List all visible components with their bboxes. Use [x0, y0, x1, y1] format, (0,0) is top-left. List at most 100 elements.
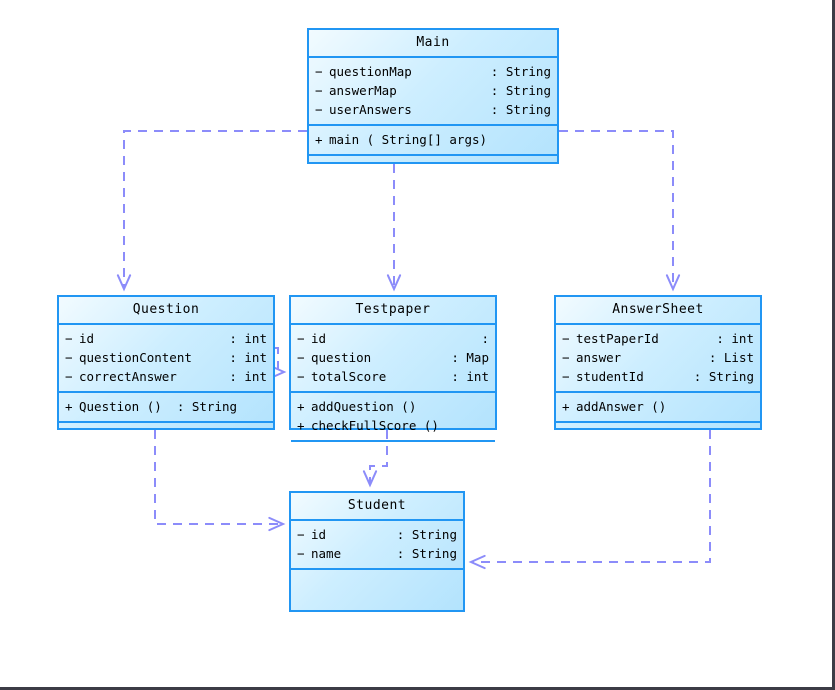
uml-class-main[interactable]: Main−questionMap: String−answerMap: Stri… [307, 28, 559, 164]
attribute-type: : String [490, 83, 551, 98]
uml-class-question[interactable]: Question−id: int−questionContent: int−co… [57, 295, 275, 430]
attribute-compartment-answersheet: −testPaperId: int−answer: List−studentId… [556, 325, 760, 393]
attribute-type: : int [716, 331, 754, 346]
operation-row: +addAnswer () [556, 397, 760, 416]
visibility-marker: − [315, 102, 323, 117]
operation-compartment-question: + Question () : String [59, 393, 273, 423]
class-title-testpaper: Testpaper [291, 297, 495, 325]
class-title-main: Main [309, 30, 557, 58]
operation-row: + Question () : String [59, 397, 273, 416]
attribute-row: −totalScore : int [291, 367, 495, 386]
attribute-row: −testPaperId : int [556, 329, 760, 348]
attribute-row: −id : String [291, 525, 463, 544]
attribute-name: questionContent [79, 350, 192, 365]
class-title-question: Question [59, 297, 273, 325]
operation-signature: Question () : String [79, 399, 238, 414]
attribute-type: : String [490, 102, 551, 117]
attribute-row: −correctAnswer : int [59, 367, 273, 386]
visibility-marker: + [315, 132, 323, 147]
visibility-marker: − [562, 331, 570, 346]
operation-signature: addQuestion () [311, 399, 417, 414]
attribute-row: −name : String [291, 544, 463, 563]
arrowhead-question-to-student [268, 516, 286, 532]
visibility-marker: − [297, 546, 305, 561]
empty-compartment-testpaper [291, 442, 495, 452]
attribute-name: answerMap [329, 83, 397, 98]
attribute-name: testPaperId [576, 331, 659, 346]
visibility-marker: + [297, 399, 305, 414]
attribute-type: : int [229, 369, 267, 384]
attribute-type: : int [451, 369, 489, 384]
attribute-name: id [311, 527, 327, 542]
arrowhead-main-to-answersheet [665, 274, 681, 292]
edge-answersheet-to-student [471, 430, 711, 563]
operation-compartment-main: + main ( String[] args) [309, 126, 557, 156]
attribute-type: : String [490, 64, 551, 79]
arrowhead-main-to-testpaper [386, 274, 402, 292]
attribute-type: : List [708, 350, 754, 365]
attribute-name: id [79, 331, 95, 346]
edge-question-to-testpaper [275, 347, 284, 373]
attribute-row: −id : int [59, 329, 273, 348]
attribute-name: studentId [576, 369, 644, 384]
operation-row: + checkFullScore () [291, 416, 495, 435]
visibility-marker: − [297, 527, 305, 542]
visibility-marker: − [562, 369, 570, 384]
attribute-type: : int [229, 350, 267, 365]
visibility-marker: − [315, 64, 323, 79]
operation-row: + main ( String[] args) [309, 130, 557, 149]
arrowhead-testpaper-to-student [362, 470, 378, 488]
attribute-type: : String [396, 546, 457, 561]
attribute-compartment-testpaper: −id:−question: Map−totalScore: int [291, 325, 495, 393]
visibility-marker: − [65, 331, 73, 346]
attribute-compartment-question: −id: int−questionContent: int−correctAns… [59, 325, 273, 393]
arrowhead-main-to-question [116, 274, 132, 292]
visibility-marker: + [297, 418, 305, 433]
attribute-row: −answer : List [556, 348, 760, 367]
visibility-marker: − [315, 83, 323, 98]
visibility-marker: − [297, 331, 305, 346]
attribute-row: −question : Map [291, 348, 495, 367]
attribute-row: −userAnswers : String [309, 100, 557, 119]
attribute-type: : String [396, 527, 457, 542]
attribute-name: correctAnswer [79, 369, 177, 384]
visibility-marker: − [65, 350, 73, 365]
attribute-name: id [311, 331, 327, 346]
operation-signature: checkFullScore () [311, 418, 439, 433]
visibility-marker: + [65, 399, 73, 414]
uml-class-answersheet[interactable]: AnswerSheet−testPaperId: int−answer: Lis… [554, 295, 762, 430]
attribute-type: : Map [451, 350, 489, 365]
attribute-type: : [481, 331, 489, 346]
operation-signature: addAnswer () [576, 399, 667, 414]
attribute-name: totalScore [311, 369, 387, 384]
attribute-row: −questionContent : int [59, 348, 273, 367]
uml-class-testpaper[interactable]: Testpaper−id:−question: Map−totalScore: … [289, 295, 497, 442]
visibility-marker: − [65, 369, 73, 384]
attribute-type: : String [693, 369, 754, 384]
operation-row: + addQuestion () [291, 397, 495, 416]
attribute-name: answer [576, 350, 622, 365]
attribute-type: : int [229, 331, 267, 346]
edge-question-to-student [154, 430, 283, 525]
empty-compartment-question [59, 423, 273, 433]
visibility-marker: − [562, 350, 570, 365]
empty-compartment-answersheet [556, 423, 760, 433]
edge-main-to-answersheet [559, 130, 674, 289]
attribute-compartment-student: −id : String −name : String [291, 521, 463, 570]
visibility-marker: − [297, 350, 305, 365]
attribute-row: −studentId : String [556, 367, 760, 386]
visibility-marker: − [297, 369, 305, 384]
operation-signature: main ( String[] args) [329, 132, 488, 147]
attribute-row: −id: [291, 329, 495, 348]
arrowhead-answersheet-to-student [468, 554, 486, 570]
attribute-row: −questionMap: String [309, 62, 557, 81]
attribute-name: userAnswers [329, 102, 412, 117]
class-title-student: Student [291, 493, 463, 521]
edge-main-to-question [123, 130, 307, 289]
empty-compartment-student [291, 570, 463, 610]
operation-compartment-testpaper: + addQuestion () + checkFullScore () [291, 393, 495, 442]
uml-class-student[interactable]: Student −id : String −name : String [289, 491, 465, 612]
attribute-name: question [311, 350, 372, 365]
attribute-name: name [311, 546, 342, 561]
